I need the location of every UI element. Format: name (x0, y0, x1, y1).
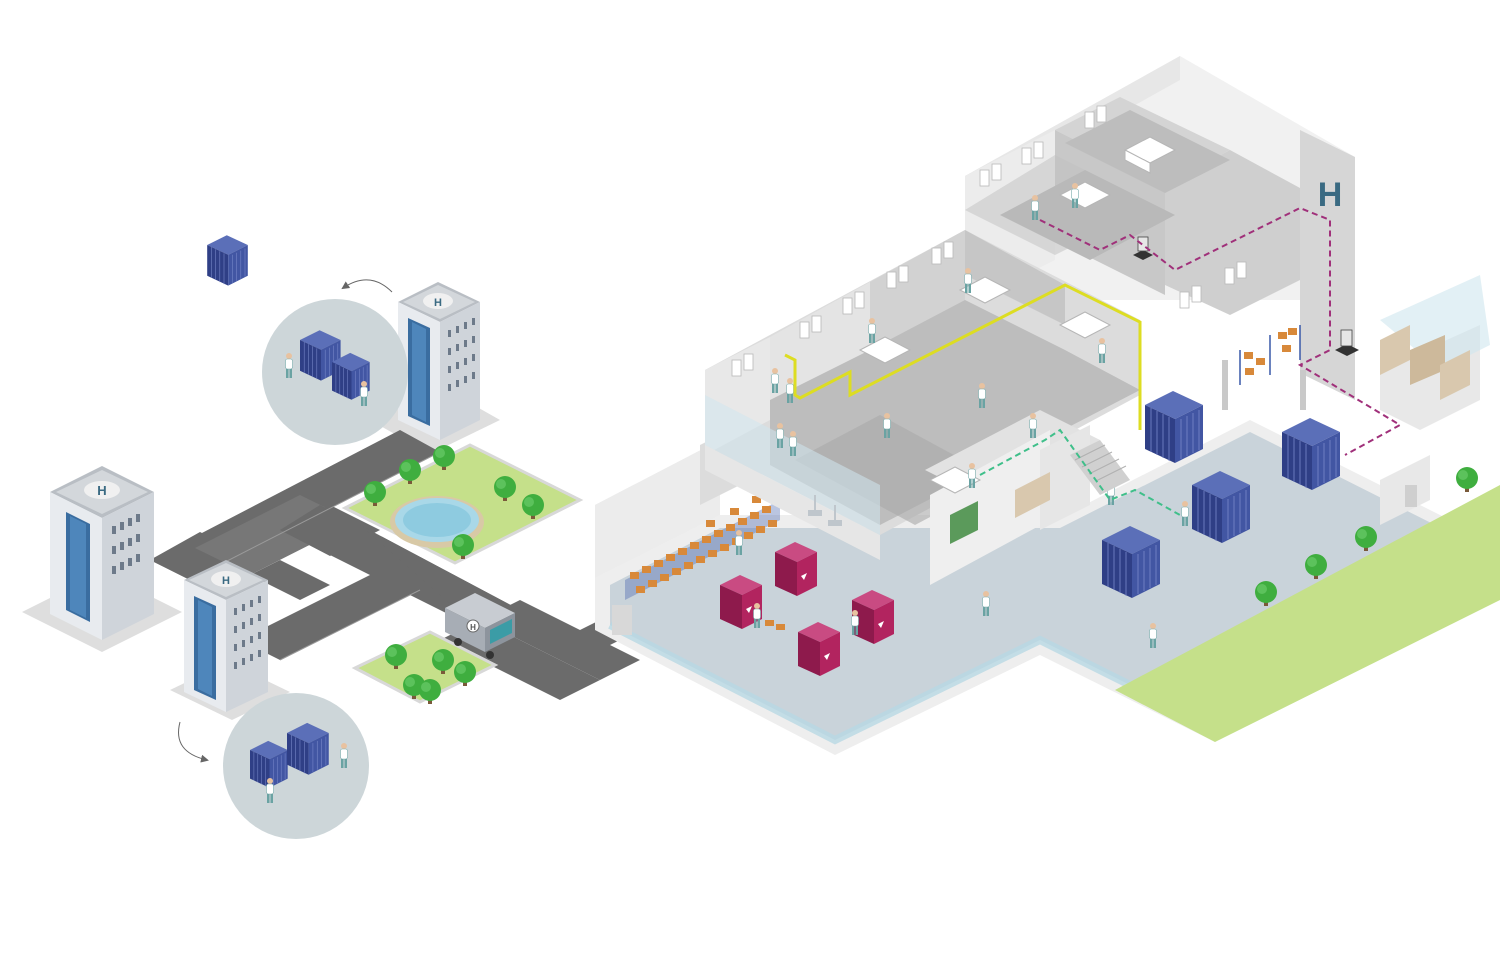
campus-area: H H (22, 234, 650, 839)
callout-bottom (223, 693, 369, 839)
lawn-right (1115, 485, 1500, 742)
robot-route-green (979, 428, 1181, 516)
bed-icon (858, 136, 1177, 494)
building-middle: H (184, 560, 268, 712)
building-letter: H (434, 297, 442, 309)
vehicle-icon: H (445, 593, 515, 659)
shelf-units (1380, 325, 1470, 400)
park-small (351, 630, 499, 704)
building-letter: H (97, 483, 106, 498)
magenta-units (720, 542, 894, 676)
arrow-icon (341, 279, 393, 293)
callout-top (206, 234, 408, 445)
building-letter: H (222, 575, 230, 587)
building-right: H (398, 282, 480, 440)
van-letter: H (470, 623, 476, 632)
hospital-sign-letter: H (1318, 176, 1343, 214)
tower-face-right (1300, 130, 1355, 400)
hospital-building: H (595, 56, 1500, 755)
shelf-units (1015, 472, 1050, 518)
pallet-racks (1239, 325, 1301, 385)
building-left: H (50, 466, 154, 640)
robot-icon (1133, 236, 1359, 356)
stairs (1070, 440, 1130, 495)
arrow-icon (178, 721, 209, 763)
pneumatic-tube-route (784, 283, 1142, 430)
robot-route-magenta (1039, 206, 1403, 456)
